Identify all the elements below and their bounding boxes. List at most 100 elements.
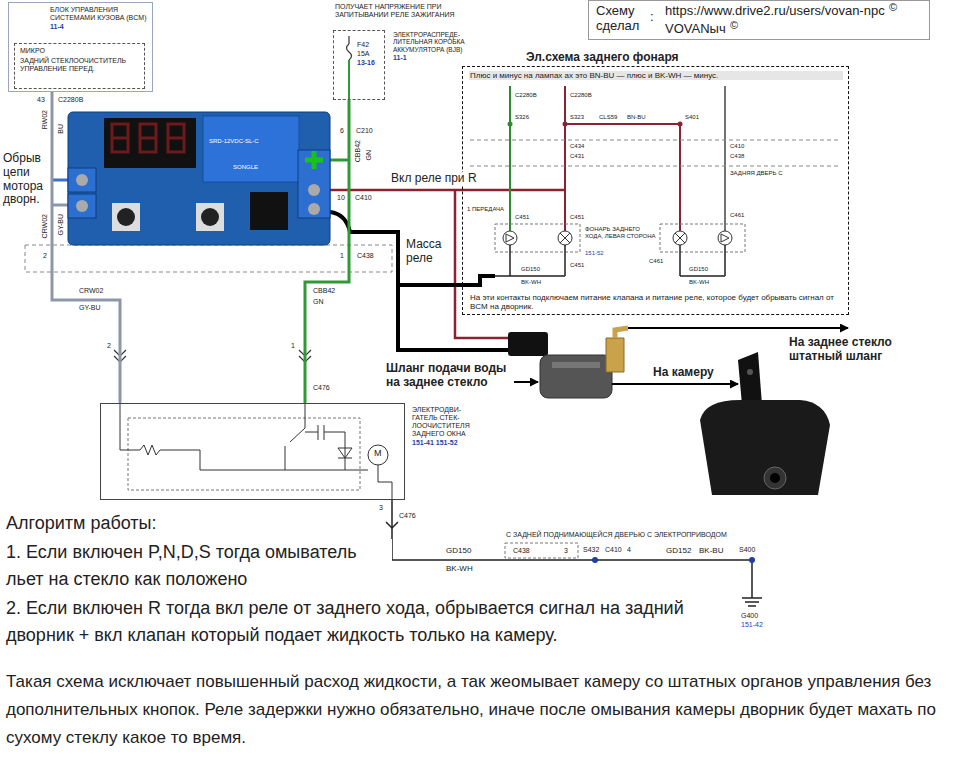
delay-relay-module-part: [68, 112, 330, 245]
hose-arrow-part: [514, 381, 538, 383]
pin-label: C438: [729, 153, 745, 160]
tail-lamp-circuit-part: [680, 245, 725, 276]
pin-label: C410: [354, 194, 373, 202]
delay-relay-module-part: [203, 116, 299, 182]
pin-label: 1: [290, 342, 296, 350]
connector-band: [25, 245, 392, 272]
pin-label: GY-BU: [78, 304, 102, 312]
pin-label: 6: [339, 127, 345, 135]
pin-label: C431: [569, 153, 585, 160]
wire-connector: [305, 100, 349, 403]
pin-label: SONGLE: [232, 164, 259, 171]
node-text: 11-1: [392, 54, 408, 62]
pin-label: S323: [569, 114, 585, 121]
solenoid-valve-part: [540, 355, 612, 398]
wiper-motor-box: ЭЛЕКТРОДВИ- ГАТЕЛЬ СТЕК- ЛООЧИСТИТЕЛЯ ЗА…: [100, 403, 405, 500]
pin-label: BU: [56, 124, 66, 134]
tail-lamp-circuit-part: [675, 233, 685, 243]
pin-label: 43: [36, 96, 46, 104]
delay-relay-module-part: [196, 203, 224, 231]
relay-wires-part: [330, 212, 508, 350]
hose-arrow-part: [612, 383, 738, 385]
pin-label: C438: [512, 547, 531, 555]
pin-label: 3: [563, 547, 569, 555]
pin-label: С ЗАДНЕЙ ПОДНИМАЮЩЕЙСЯ ДВЕРЬЮ С ЭЛЕКТРОП…: [505, 531, 728, 539]
node-heading: Схему сделал: [595, 4, 647, 34]
pin-label: 1 ПЕРЕДАЧА: [466, 206, 505, 213]
tail-lamp-circuit-part: [495, 224, 580, 252]
ground-wire-part: [386, 522, 398, 528]
fuse-symbol-part: [348, 60, 350, 100]
node-text: https://www.drive2.ru/users/vovan-npc: [664, 4, 886, 19]
callout-label: На заднее стекло штатный шланг: [788, 336, 896, 364]
tail-lamp-circuit-part: [673, 231, 687, 245]
motor-internals-part: [260, 446, 285, 470]
pin-label: G400: [740, 612, 759, 620]
relay-wires-part: [330, 189, 565, 192]
node-text: 15A: [356, 50, 370, 58]
node-text: На эти контакты подключаем питание клапа…: [469, 293, 845, 311]
delay-relay-module-part-part: [168, 124, 184, 152]
splice-dot-part: [592, 557, 598, 563]
solenoid-valve: [508, 328, 628, 398]
pin-label: S432: [582, 546, 600, 554]
delay-relay-module-part-part: [140, 124, 156, 152]
connector-band-part: [25, 245, 392, 272]
pin-label: ФОНАРЬ ЗАДНЕГО ХОДА, ЛЕВАЯ СТОРОНА: [584, 226, 658, 240]
tail-lamp-circuit-part: [660, 224, 745, 252]
micro-block: МИКРОЗАДНИЙ СТЕКЛООЧИСТИТЕЛЬ УПРАВЛЕНИЕ …: [14, 43, 145, 89]
pin-label: S326: [514, 114, 530, 121]
splice-dot: [592, 557, 755, 563]
node-text: 11-4: [49, 23, 65, 31]
delay-relay-module-part: [308, 203, 320, 215]
node-heading: ПОЛУЧАЕТ НАПРЯЖЕНИЕ ПРИ ЗАПИТЫВАНИИ РЕЛЕ…: [334, 3, 496, 19]
splice-dot-part: [749, 557, 755, 563]
pin-label: C410: [604, 546, 623, 554]
battery-junction-box: ПОЛУЧАЕТ НАПРЯЖЕНИЕ ПРИ ЗАПИТЫВАНИИ РЕЛЕ…: [333, 30, 385, 100]
tail-lamp-circuit-part: [565, 123, 680, 125]
delay-relay-module-part: [308, 184, 320, 196]
delay-relay-module-part: [305, 151, 323, 169]
delay-relay-module-part: [68, 194, 96, 218]
pin-label: CRW02: [78, 287, 104, 295]
motor-internals: [120, 403, 392, 500]
pin-label: GD152: [665, 546, 692, 555]
pin-label: 2: [106, 342, 112, 350]
motor-internals-part: [140, 445, 260, 470]
pin-label: BK-WH: [520, 279, 542, 286]
tail-lamp-circuit-part: [721, 234, 729, 242]
pin-label: S401: [684, 114, 700, 121]
delay-relay-module-part-part: [112, 124, 128, 152]
pin-label: C210: [355, 127, 374, 135]
pin-label: C476: [312, 384, 331, 392]
solenoid-valve-part: [606, 338, 624, 372]
note-text: 2. Если включен R тогда вкл реле от задн…: [5, 595, 712, 649]
pin-label: 3: [378, 504, 384, 512]
motor-internals-part: [378, 465, 392, 500]
pin-label: GY-BU: [56, 214, 66, 236]
solenoid-valve-part: [615, 328, 628, 338]
tail-lamp-circuit-part: [560, 233, 570, 243]
pin-label: 1: [339, 252, 345, 260]
pin-label: C451: [569, 214, 585, 221]
pin-label: C461: [729, 212, 745, 219]
pin-label: GN: [312, 298, 325, 306]
motor-connector-symbols: [114, 350, 311, 362]
ground-wire-part: [742, 598, 762, 606]
pin-label: C2280B: [57, 96, 84, 104]
solenoid-valve-part: [508, 332, 548, 356]
pin-label: C434: [569, 143, 585, 150]
ground-wire: [386, 500, 762, 606]
delay-relay-module-part: [112, 203, 140, 231]
pin-label: C451: [514, 214, 530, 221]
callout-label: Масса реле: [405, 238, 449, 266]
rear-camera-part: [738, 352, 762, 405]
motor-internals-part: [290, 403, 305, 442]
delay-relay-module: [68, 112, 330, 245]
tail-lamp-circuit-part: [470, 140, 840, 141]
hose-arrow-part: [628, 327, 848, 329]
note-text: Алгоритм работы:: [5, 510, 158, 537]
node-text: ЗАДНИЙ СТЕКЛООЧИСТИТЕЛЬ УПРАВЛЕНИЕ ПЕРЕД…: [19, 57, 141, 73]
pin-label: S400: [738, 546, 756, 554]
node-text: F42: [356, 41, 370, 49]
